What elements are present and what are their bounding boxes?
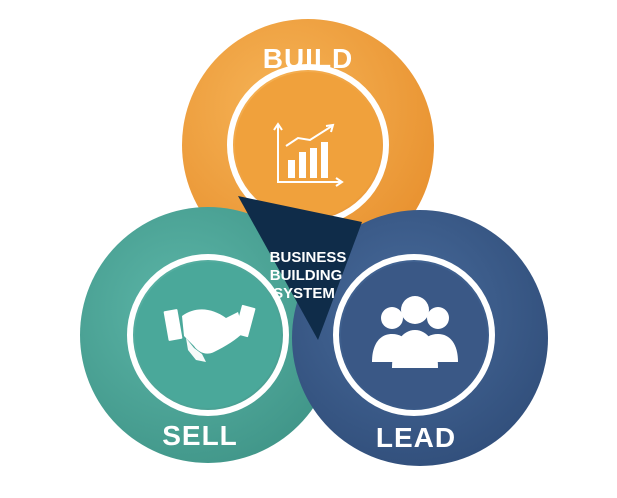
center-line-1: BUSINESS: [270, 249, 347, 266]
center-line-2: BUILDING: [270, 267, 343, 284]
people-group-icon: [372, 296, 458, 368]
sell-label: SELL: [162, 420, 238, 451]
center-triangle-front: [238, 196, 362, 340]
bar-chart-icon: [273, 122, 344, 187]
lead-label: LEAD: [376, 422, 456, 453]
lead-circle: [292, 210, 548, 466]
build-label: BUILD: [263, 43, 354, 74]
center-line-3: SYSTEM: [273, 285, 335, 302]
handshake-icon: [163, 304, 256, 362]
sell-circle: [80, 207, 336, 463]
